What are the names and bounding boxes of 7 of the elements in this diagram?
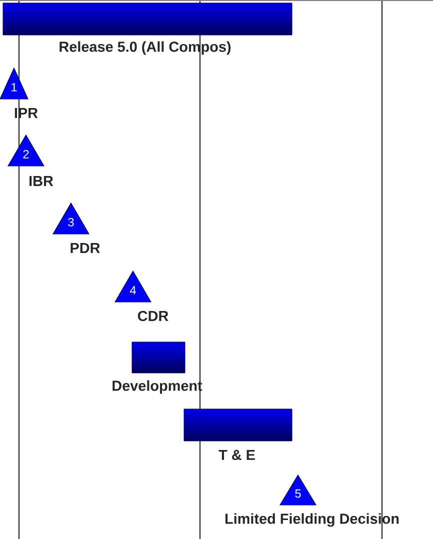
task-label: T & E	[218, 450, 255, 460]
task-label: CDR	[138, 310, 168, 322]
task-bar	[2, 2, 292, 36]
task-label: IBR	[30, 176, 54, 186]
task-bar	[184, 408, 292, 442]
task-bar	[132, 342, 186, 374]
task-label: PDR	[70, 243, 100, 253]
